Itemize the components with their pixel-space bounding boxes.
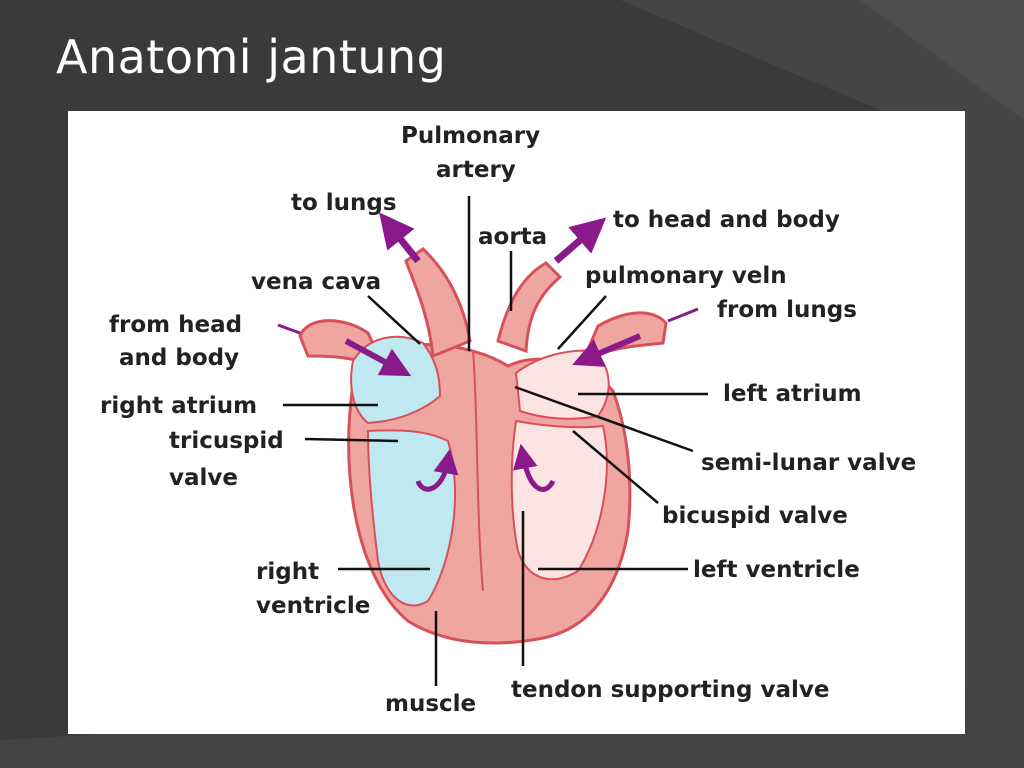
label-right-ventricle-line1: right bbox=[256, 559, 319, 585]
background-corner bbox=[860, 0, 1024, 120]
flow-arrow-from-head-tail bbox=[277, 323, 301, 335]
leader-bicuspid bbox=[572, 430, 659, 504]
flow-arrow-from-head bbox=[344, 338, 412, 377]
label-right-ventricle-line2: ventricle bbox=[256, 593, 370, 619]
aorta-vessel bbox=[496, 261, 563, 354]
flow-arrow-to-head bbox=[553, 217, 607, 264]
label-to-head-and-body: to head and body bbox=[613, 207, 840, 233]
label-tendon-supporting-valve: tendon supporting valve bbox=[511, 677, 829, 703]
heart-diagram: Pulmonary artery to lungs aorta to head … bbox=[100, 123, 916, 717]
label-pulmonary-vein: pulmonary veln bbox=[585, 263, 787, 289]
label-vena-cava: vena cava bbox=[251, 269, 381, 295]
label-left-atrium: left atrium bbox=[723, 381, 862, 407]
flow-arrow-right-ventricle bbox=[415, 448, 459, 492]
leader-tricuspid bbox=[304, 437, 399, 443]
label-pulmonary-artery-line1: Pulmonary bbox=[401, 123, 540, 149]
heart-diagram-panel: Pulmonary artery to lungs aorta to head … bbox=[68, 111, 965, 734]
label-from-head-line1: from head bbox=[109, 312, 242, 338]
septum bbox=[472, 350, 484, 592]
label-left-ventricle: left ventricle bbox=[693, 557, 860, 583]
label-from-head-line2: and body bbox=[119, 345, 239, 371]
label-to-lungs: to lungs bbox=[291, 190, 397, 216]
label-tricuspid-line2: valve bbox=[169, 465, 238, 491]
label-tricuspid-line1: tricuspid bbox=[169, 428, 284, 454]
left-atrium-chamber bbox=[514, 349, 610, 420]
label-right-atrium: right atrium bbox=[100, 393, 257, 419]
label-muscle: muscle bbox=[385, 691, 476, 717]
label-aorta: aorta bbox=[478, 224, 547, 250]
pulmonary-artery-vessel bbox=[404, 247, 472, 359]
label-pulmonary-artery-line2: artery bbox=[436, 157, 516, 183]
leader-semi-lunar bbox=[514, 385, 694, 453]
label-semi-lunar-valve: semi-lunar valve bbox=[701, 450, 916, 476]
flow-arrow-left-ventricle bbox=[513, 443, 556, 492]
label-from-lungs: from lungs bbox=[717, 297, 857, 323]
leader-pulmonary-vein bbox=[557, 295, 607, 350]
leader-vena-cava bbox=[367, 295, 421, 345]
label-bicuspid-valve: bicuspid valve bbox=[662, 503, 848, 529]
flow-arrow-from-lungs bbox=[572, 333, 642, 367]
flow-arrow-from-lungs-tail bbox=[667, 307, 699, 323]
right-ventricle-chamber bbox=[366, 429, 456, 607]
leader-lines bbox=[283, 196, 708, 686]
slide-title: Anatomi jantung bbox=[56, 30, 447, 84]
flow-arrow-to-lungs bbox=[379, 212, 421, 264]
